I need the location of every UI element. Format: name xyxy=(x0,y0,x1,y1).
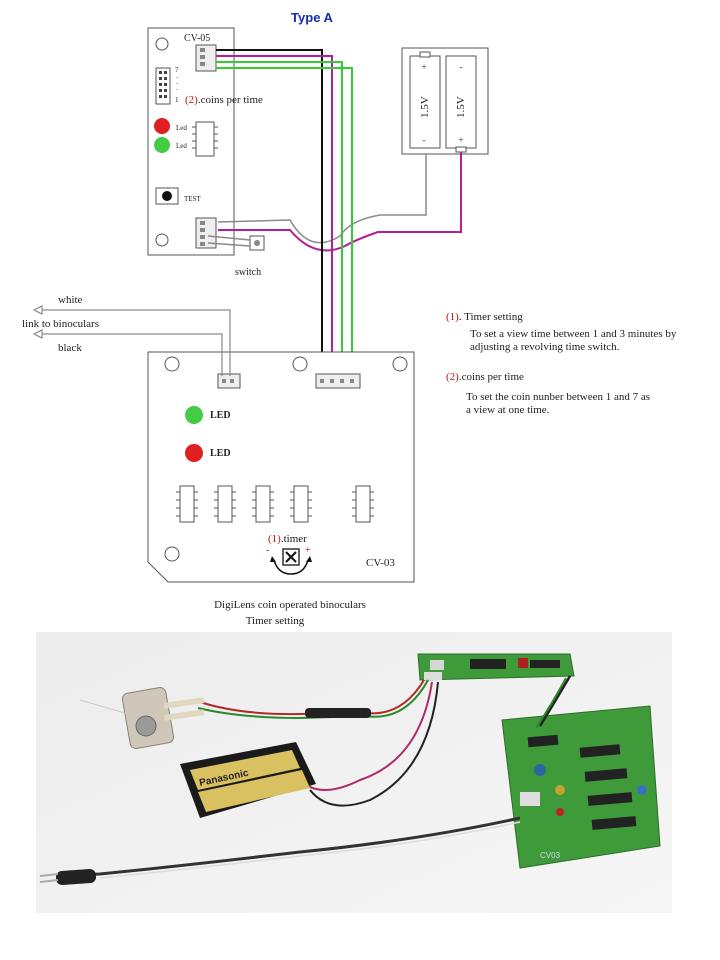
led-green-label: LED xyxy=(210,410,231,421)
black-label: black xyxy=(58,342,82,354)
cv05-ic xyxy=(195,121,215,157)
cv03-ics xyxy=(179,485,371,523)
note1-line1: To set a view time between 1 and 3 minut… xyxy=(470,328,677,340)
binocular-link xyxy=(32,305,231,376)
cv03-board: LED LED (1).timer xyxy=(147,351,415,583)
battery-holder: + - - + 1.5V 1.5V xyxy=(401,47,489,155)
white-label: white xyxy=(58,294,83,306)
svg-text:.: . xyxy=(176,84,178,92)
photo-cv03-board: CV03 xyxy=(501,705,661,869)
wire-green-1 xyxy=(216,61,343,378)
timer-label: (1).timer xyxy=(268,533,307,545)
caption-line2: Timer setting xyxy=(246,615,305,627)
diagram-title: Type A xyxy=(291,10,334,25)
led-small-label-2: Led xyxy=(176,142,187,150)
cv05-board: CV-05 7 . . . 1 (2).coins per time Led L… xyxy=(147,27,263,256)
note2-line1: To set the coin nunber between 1 and 7 a… xyxy=(466,391,650,403)
battery-1-minus: - xyxy=(423,135,426,145)
coins-label: (2).coins per time xyxy=(185,94,263,106)
note1-title: (1). Timer setting xyxy=(446,311,523,323)
led-red xyxy=(185,444,203,462)
switch-label: switch xyxy=(235,267,261,278)
caption-line1: DigiLens coin operated binoculars xyxy=(214,599,366,611)
photo-switch xyxy=(79,687,205,749)
battery-2-plus: + xyxy=(458,135,463,145)
note2-line2: a view at one time. xyxy=(466,404,550,416)
svg-text:.: . xyxy=(176,72,178,80)
cv03-label: CV-03 xyxy=(366,557,395,569)
dip-number-top: 7 xyxy=(175,66,179,74)
battery-1-plus: + xyxy=(421,62,426,72)
photo-battery-pack: Panasonic xyxy=(180,742,316,818)
battery-1-label: 1.5V xyxy=(419,96,431,118)
note2-title: (2).coins per time xyxy=(446,371,524,383)
led-red-label: LED xyxy=(210,448,231,459)
note1-line2: adjusting a revolving time switch. xyxy=(470,341,620,353)
battery-2-label: 1.5V xyxy=(455,96,467,118)
svg-text:.: . xyxy=(176,78,178,86)
dip-switch xyxy=(155,67,171,105)
timer-plus: + xyxy=(305,545,311,556)
led-green-small xyxy=(154,137,170,153)
timer-minus: - xyxy=(266,545,269,556)
test-label: TEST xyxy=(184,195,201,203)
dip-number-bottom: 1 xyxy=(175,96,179,104)
cv05-label: CV-05 xyxy=(184,33,210,44)
wire-black xyxy=(216,49,323,378)
led-small-label-1: Led xyxy=(176,124,187,132)
wire-purple xyxy=(216,55,333,378)
photo-cv05-board xyxy=(417,653,575,681)
photo-cv03-text: CV03 xyxy=(540,851,561,860)
battery-wire-purple xyxy=(218,152,462,252)
wire-green-2 xyxy=(216,67,353,378)
battery-wire-grey xyxy=(217,154,427,244)
hardware-photo: CV03 Panasonic xyxy=(36,632,672,913)
link-label: link to binoculars xyxy=(22,318,99,330)
battery-2-minus: - xyxy=(460,62,463,72)
led-red-small xyxy=(154,118,170,134)
notes: (1). Timer setting To set a view time be… xyxy=(446,311,677,416)
led-green xyxy=(185,406,203,424)
